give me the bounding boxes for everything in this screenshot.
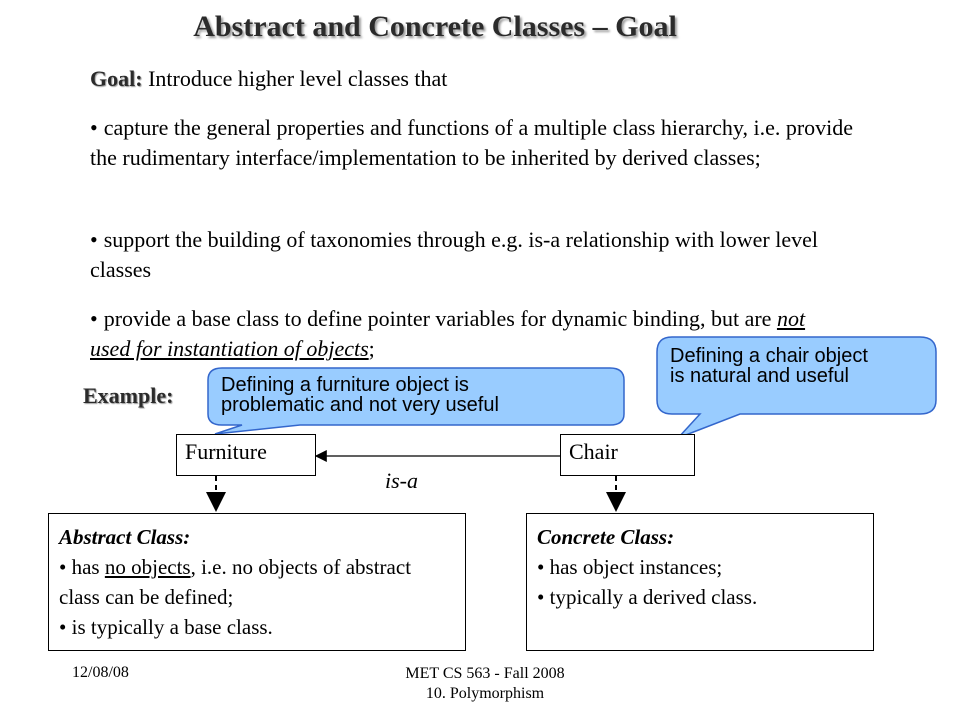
chair-callout-line-1: Defining a chair object xyxy=(670,345,868,367)
concrete-class-item-1-text: has object instances; xyxy=(549,555,723,579)
bullet-dot: • xyxy=(59,615,67,639)
furniture-class-box: Furniture xyxy=(176,434,316,476)
concrete-class-box: Concrete Class: • has object instances; … xyxy=(526,513,874,651)
bullet-text-3-emphasis: not used for instantiation of objects xyxy=(90,306,806,361)
bullet-item-2: •support the building of taxonomies thro… xyxy=(90,225,860,285)
is-a-label: is-a xyxy=(385,468,418,493)
furniture-callout-line-1: Defining a furniture object is xyxy=(221,374,469,396)
bullet-dot: • xyxy=(90,227,98,252)
goal-label: Goal: xyxy=(90,66,143,91)
abstract-class-item-2: • is typically a base class. xyxy=(59,612,455,642)
abstract-class-box: Abstract Class: • has no objects, i.e. n… xyxy=(48,513,466,651)
chair-callout-line-2: is natural and useful xyxy=(670,365,850,387)
footer-date: 12/08/08 xyxy=(72,664,129,681)
concrete-class-item-1: • has object instances; xyxy=(537,552,863,582)
chair-callout-shape xyxy=(656,336,937,439)
bullet-item-3: •provide a base class to define pointer … xyxy=(90,304,850,364)
abstract-class-title: Abstract Class: xyxy=(59,525,191,549)
bullet-item-1: •capture the general properties and func… xyxy=(90,113,860,173)
footer-course-info: MET CS 563 - Fall 2008 10. Polymorphism xyxy=(380,664,590,704)
chair-class-box: Chair xyxy=(560,434,695,476)
goal-line: Goal: Introduce higher level classes tha… xyxy=(90,66,447,92)
bullet-dot: • xyxy=(59,555,67,579)
goal-text: Introduce higher level classes that xyxy=(142,66,448,91)
abstract-class-item-1-underline: no objects xyxy=(104,555,191,579)
footer-topic: 10. Polymorphism xyxy=(425,685,545,702)
bullet-text-3-pre: provide a base class to define pointer v… xyxy=(103,306,777,331)
chair-callout-text: Defining a chair object is natural and u… xyxy=(670,346,868,386)
abstract-class-item-2-text: is typically a base class. xyxy=(71,615,273,639)
concrete-class-item-2: • typically a derived class. xyxy=(537,582,863,612)
bullet-dot: • xyxy=(90,115,98,140)
abstract-class-item-1-post: , i.e. no objects of abstract class can … xyxy=(59,555,412,609)
furniture-class-label: Furniture xyxy=(185,439,267,464)
footer-course: MET CS 563 - Fall 2008 xyxy=(405,665,565,682)
chair-class-label: Chair xyxy=(569,439,618,464)
concrete-class-item-2-text: typically a derived class. xyxy=(549,585,758,609)
bullet-text-2: support the building of taxonomies throu… xyxy=(90,227,818,282)
furniture-callout-shape xyxy=(207,367,625,435)
furniture-callout-text: Defining a furniture object is problemat… xyxy=(221,375,499,415)
bullet-dot: • xyxy=(90,306,98,331)
furniture-callout-line-2: problematic and not very useful xyxy=(221,394,499,416)
bullet-text-3-post: ; xyxy=(368,336,375,361)
abstract-class-item-1-pre: has xyxy=(71,555,105,579)
bullet-dot: • xyxy=(537,555,545,579)
example-label: Example: xyxy=(83,383,174,408)
bullet-dot: • xyxy=(537,585,545,609)
concrete-class-title: Concrete Class: xyxy=(537,525,675,549)
abstract-class-item-1: • has no objects, i.e. no objects of abs… xyxy=(59,552,455,612)
bullet-text-1: capture the general properties and funct… xyxy=(90,115,854,170)
slide-title: Abstract and Concrete Classes – Goal xyxy=(193,10,677,43)
